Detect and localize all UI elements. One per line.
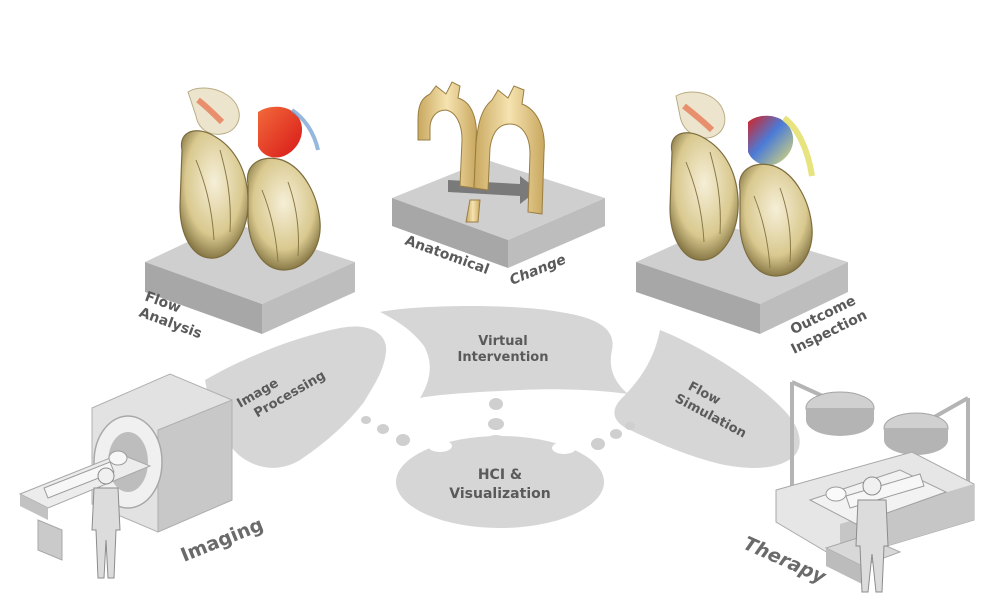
virtual-intervention-bubble xyxy=(380,306,628,398)
hci-visualization-label-line2: Visualization xyxy=(449,486,550,502)
virtual-intervention-label-line1: Virtual xyxy=(478,334,527,349)
ct-scanner-icon xyxy=(18,373,233,579)
heart-model-icon xyxy=(669,91,815,277)
aorta-model-icon xyxy=(417,81,545,223)
virtual-intervention-label-line2: Intervention xyxy=(458,350,549,365)
connector-dots xyxy=(361,398,635,450)
hci-visualization-bubble xyxy=(396,435,604,528)
hci-visualization-label-line1: HCI & xyxy=(478,467,522,483)
flow-simulation-bubble xyxy=(614,330,800,468)
operating-room-icon xyxy=(775,380,975,593)
imaging-label: Imaging xyxy=(178,514,267,567)
heart-model-icon xyxy=(179,87,321,271)
image-processing-bubble xyxy=(205,326,387,468)
platform-anatomical-change xyxy=(392,160,605,268)
